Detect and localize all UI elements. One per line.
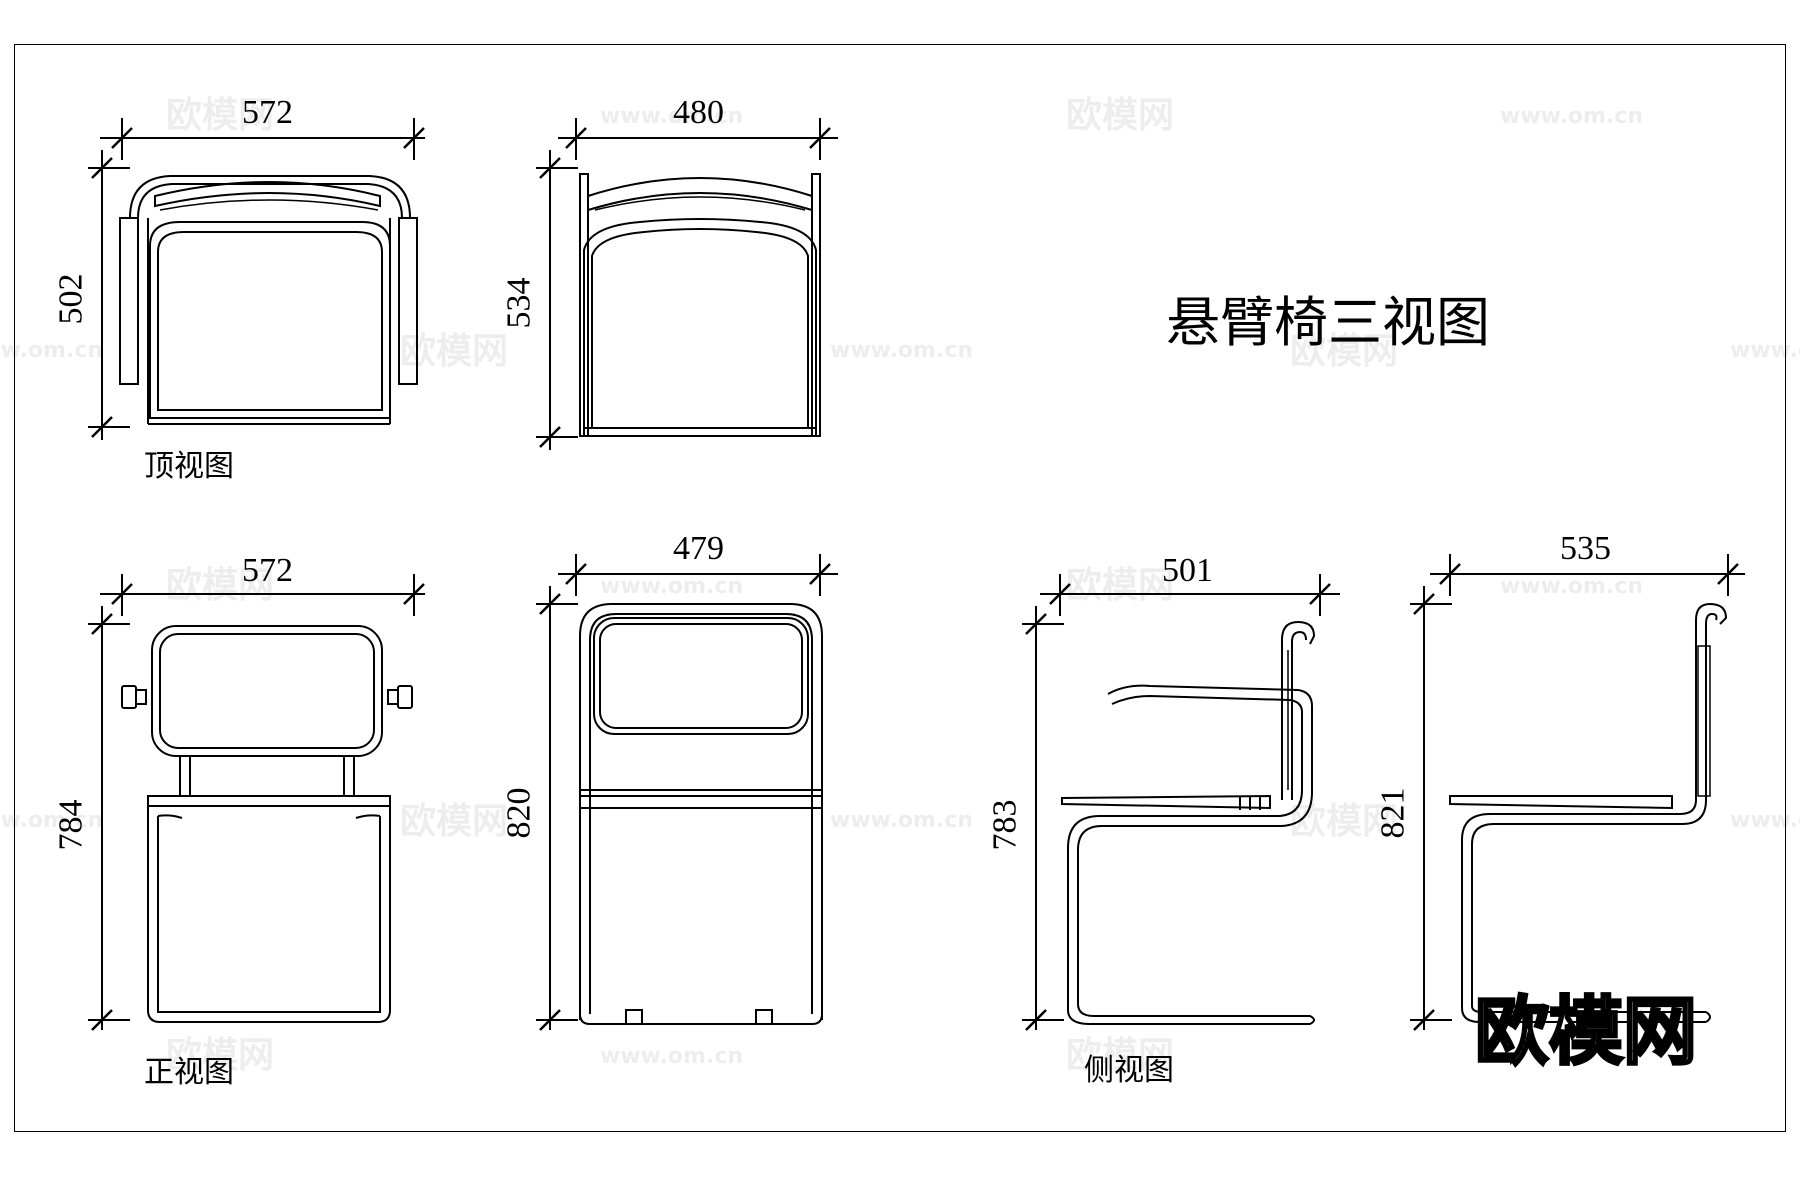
front-view-label: 正视图 bbox=[144, 1055, 234, 1090]
side-view-2-width-dimension: 535 bbox=[1560, 530, 1611, 567]
back-view-width-dimension: 479 bbox=[673, 530, 724, 567]
watermark-url: www.om.cn bbox=[600, 1044, 744, 1069]
watermark-text: 欧模网 bbox=[166, 1035, 275, 1076]
top-view-width-dimension: 572 bbox=[242, 94, 293, 131]
back-view-drawing bbox=[536, 554, 838, 1031]
watermark-url: www.om.cn bbox=[830, 338, 974, 363]
watermark-text: 欧模网 bbox=[1066, 565, 1175, 606]
watermark-text: 欧模网 bbox=[1066, 95, 1175, 136]
back-view-height-dimension: 820 bbox=[500, 787, 538, 839]
watermark-text: 欧模网 bbox=[1066, 1035, 1175, 1076]
top-view-2-drawing bbox=[536, 118, 838, 450]
watermark-url: www.om.cn bbox=[1500, 574, 1644, 599]
side-view-2-height-dimension: 821 bbox=[1374, 787, 1412, 839]
watermark-text: 欧模网 bbox=[166, 95, 275, 136]
front-view-height-dimension: 784 bbox=[52, 799, 90, 851]
watermark-url: www.om.cn bbox=[600, 574, 744, 599]
top-view-2-depth-dimension: 534 bbox=[500, 277, 538, 329]
front-view-width-dimension: 572 bbox=[242, 552, 293, 589]
watermark-url: www.om.cn bbox=[1730, 338, 1800, 363]
watermark-text: 欧模网 bbox=[400, 331, 509, 372]
side-view-2-drawing bbox=[1410, 554, 1745, 1031]
watermark-url: www.om.cn bbox=[0, 338, 104, 363]
top-view-depth-dimension: 502 bbox=[52, 273, 90, 325]
watermark-text: 欧模网 bbox=[1290, 331, 1399, 372]
top-view-drawing bbox=[88, 118, 425, 440]
side-view-drawing bbox=[1022, 574, 1340, 1031]
side-view-label: 侧视图 bbox=[1084, 1053, 1174, 1088]
front-view-drawing bbox=[88, 574, 425, 1031]
top-view-2-width-dimension: 480 bbox=[673, 94, 724, 131]
watermark-text: 欧模网 bbox=[1290, 801, 1399, 842]
drawing-title: 悬臂椅三视图 bbox=[1166, 291, 1490, 354]
site-logo: 欧模网 bbox=[1474, 989, 1699, 1075]
top-view-label: 顶视图 bbox=[144, 449, 234, 484]
watermark-url: www.om.cn bbox=[1500, 104, 1644, 129]
watermark-url: www.om.cn bbox=[830, 808, 974, 833]
watermark-url: www.om.cn bbox=[1730, 808, 1800, 833]
side-view-width-dimension: 501 bbox=[1162, 552, 1213, 589]
drawing-frame bbox=[14, 44, 1786, 1132]
side-view-height-dimension: 783 bbox=[986, 799, 1024, 851]
watermark-text: 欧模网 bbox=[400, 801, 509, 842]
watermark-url: www.om.cn bbox=[0, 808, 104, 833]
watermark-url: www.om.cn bbox=[600, 104, 744, 129]
watermark-text: 欧模网 bbox=[166, 565, 275, 606]
